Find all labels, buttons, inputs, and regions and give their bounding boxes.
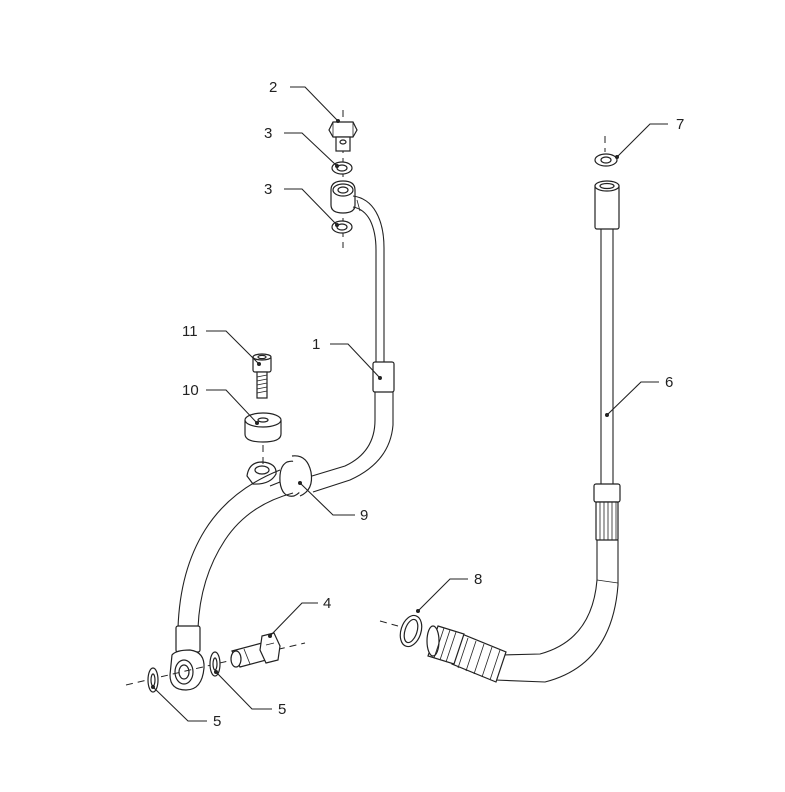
callout-5-right: 5 xyxy=(278,701,286,718)
right-hose-assembly xyxy=(379,136,621,683)
part-6-brake-line xyxy=(426,180,621,683)
part-10-spacer xyxy=(244,412,282,443)
callout-3-upper: 3 xyxy=(264,125,272,142)
callout-7: 7 xyxy=(676,116,684,133)
callout-9: 9 xyxy=(360,507,368,524)
callout-numbers: 2 3 3 11 10 1 9 4 5 5 7 6 8 xyxy=(182,79,684,730)
callout-11: 11 xyxy=(182,323,198,340)
part-7-washer xyxy=(594,153,618,167)
callout-4: 4 xyxy=(323,595,331,612)
axis-line-right-bottom xyxy=(379,620,399,627)
callout-3-lower: 3 xyxy=(264,181,272,198)
part-1-banjo-eye xyxy=(330,180,356,214)
part-2-banjo-bolt xyxy=(328,121,358,152)
part-1-brake-line xyxy=(311,195,395,493)
part-8-o-ring xyxy=(399,614,423,648)
part-9-collar xyxy=(269,455,313,497)
callout-leaders xyxy=(151,86,668,722)
part-4-banjo-bolt xyxy=(230,632,281,668)
bracket-eye xyxy=(246,461,277,485)
callout-5-left: 5 xyxy=(213,713,221,730)
callout-2: 2 xyxy=(269,79,277,96)
callout-10: 10 xyxy=(182,382,199,399)
callout-8: 8 xyxy=(474,571,482,588)
left-hose-assembly xyxy=(125,110,395,693)
callout-1: 1 xyxy=(312,336,320,353)
part-1-flex-hose xyxy=(169,469,294,691)
part-11-socket-screw xyxy=(252,353,272,399)
part-5-washer-right xyxy=(209,651,221,677)
callout-6: 6 xyxy=(665,374,673,391)
